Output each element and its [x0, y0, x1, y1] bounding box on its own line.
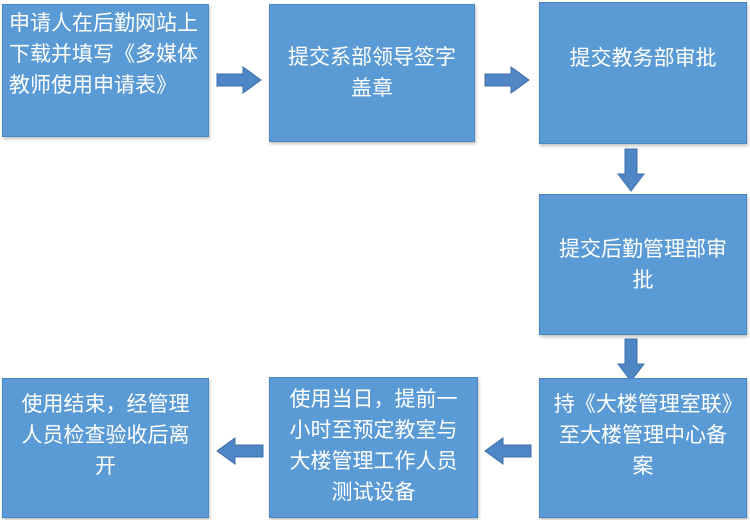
step-7-box: 使用结束，经管理人员检查验收后离开 [2, 378, 209, 518]
arrow-left-icon [216, 437, 264, 465]
step-1-box: 申请人在后勤网站上下载并填写《多媒体教师使用申请表》 [2, 4, 209, 137]
step-7-label: 使用结束，经管理人员检查验收后离开 [21, 392, 190, 478]
arrow-left-icon [484, 437, 532, 465]
step-1-label: 申请人在后勤网站上下载并填写《多媒体教师使用申请表》 [9, 11, 198, 97]
arrow-down-icon [617, 148, 645, 192]
step-4-label: 提交后勤管理部审批 [559, 236, 727, 292]
arrow-right-icon [484, 66, 530, 94]
step-2-box: 提交系部领导签字盖章 [269, 4, 475, 142]
step-5-label: 持《大楼管理室联》至大楼管理中心备案 [553, 392, 733, 478]
step-5-box: 持《大楼管理室联》至大楼管理中心备案 [539, 378, 747, 518]
step-3-box: 提交教务部审批 [539, 2, 747, 144]
step-4-box: 提交后勤管理部审批 [539, 194, 747, 335]
arrow-down-icon [617, 338, 645, 382]
arrow-right-icon [216, 66, 262, 94]
step-2-label: 提交系部领导签字盖章 [288, 45, 456, 100]
step-6-box: 使用当日，提前一小时至预定教室与大楼管理工作人员测试设备 [269, 377, 478, 518]
step-3-label: 提交教务部审批 [569, 46, 717, 70]
step-6-label: 使用当日，提前一小时至预定教室与大楼管理工作人员测试设备 [289, 387, 458, 504]
